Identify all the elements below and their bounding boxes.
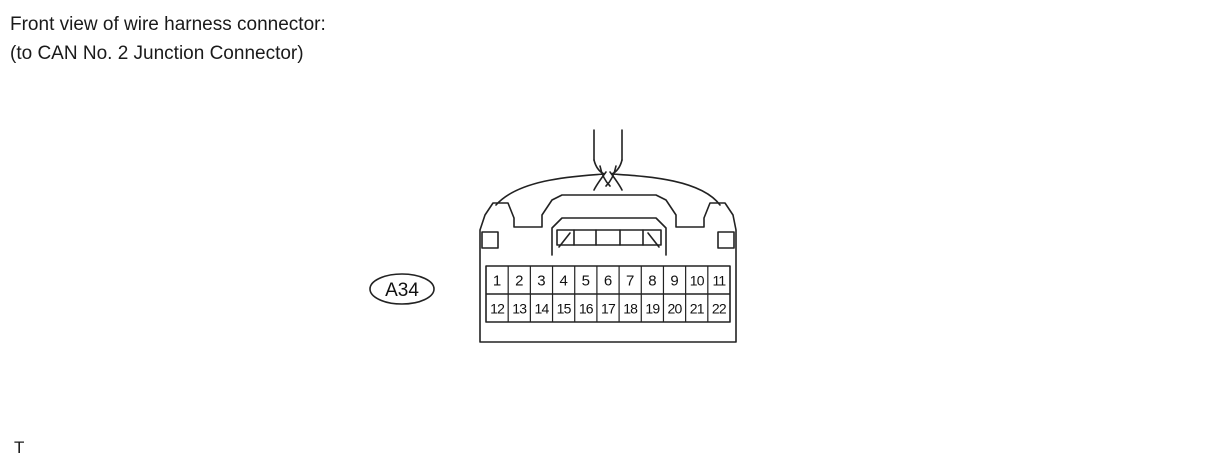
pin-1: 1 [493, 273, 501, 290]
pin-17: 17 [601, 301, 616, 317]
pin-13: 13 [512, 301, 527, 317]
pin-14: 14 [534, 301, 549, 317]
pin-6: 6 [604, 273, 612, 290]
pin-18: 18 [623, 301, 638, 317]
left-lock-block [481, 231, 499, 249]
pin-20: 20 [668, 301, 683, 317]
figure-code: T [14, 438, 25, 457]
pin-10: 10 [690, 273, 705, 289]
right-lock-block [717, 231, 735, 249]
pin-12: 12 [490, 301, 505, 317]
connector-latch [551, 217, 667, 256]
caption: Front view of wire harness connector: (t… [10, 10, 326, 68]
connector-id-label: A34 [385, 280, 419, 301]
pin-19: 19 [645, 301, 660, 317]
connector-id-ellipse [369, 273, 435, 305]
pin-8: 8 [648, 273, 656, 290]
pin-22: 22 [712, 301, 727, 317]
pin-4: 4 [559, 273, 567, 290]
pin-9: 9 [670, 273, 678, 290]
caption-line-2: (to CAN No. 2 Junction Connector) [10, 43, 304, 64]
wire-bundle [495, 129, 721, 206]
connector-housing [479, 194, 737, 343]
pin-7: 7 [626, 273, 634, 290]
caption-line-1: Front view of wire harness connector: [10, 14, 326, 35]
pin-3: 3 [537, 273, 545, 290]
pin-21: 21 [690, 301, 705, 317]
pin-16: 16 [579, 301, 594, 317]
pin-5: 5 [582, 273, 590, 290]
pin-15: 15 [557, 301, 572, 317]
pin-11: 11 [712, 273, 726, 289]
pin-2: 2 [515, 273, 523, 290]
